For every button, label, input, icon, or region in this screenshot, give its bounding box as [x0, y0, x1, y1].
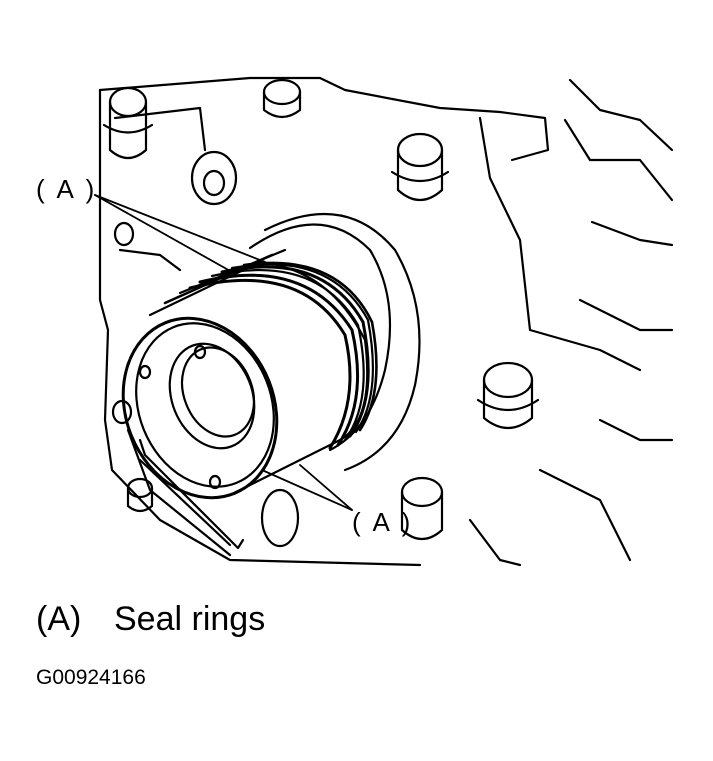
bolt-lower-right — [476, 361, 540, 430]
leader-lines — [94, 194, 353, 511]
bolt-upper-right — [390, 132, 450, 202]
figure-id: G00924166 — [36, 666, 146, 689]
legend: (A) Seal rings — [36, 600, 265, 639]
callout-a-lower: ( A ) — [352, 507, 414, 537]
bolt-upper-middle — [262, 78, 302, 119]
callout-a-upper: ( A ) — [36, 174, 98, 204]
legend-key: (A) — [36, 600, 82, 638]
flange — [248, 212, 421, 472]
seal-rings-diagram — [94, 76, 674, 567]
bolt-bottom — [400, 476, 444, 541]
bolts — [102, 78, 540, 541]
legend-text: Seal rings — [114, 600, 266, 638]
housing-outline — [98, 76, 674, 567]
stud-left — [126, 477, 154, 513]
seal-ring-shaft — [148, 248, 378, 497]
shaft-end-face — [121, 316, 279, 500]
housing-holes — [111, 150, 300, 548]
bolt-upper-left — [102, 86, 154, 160]
